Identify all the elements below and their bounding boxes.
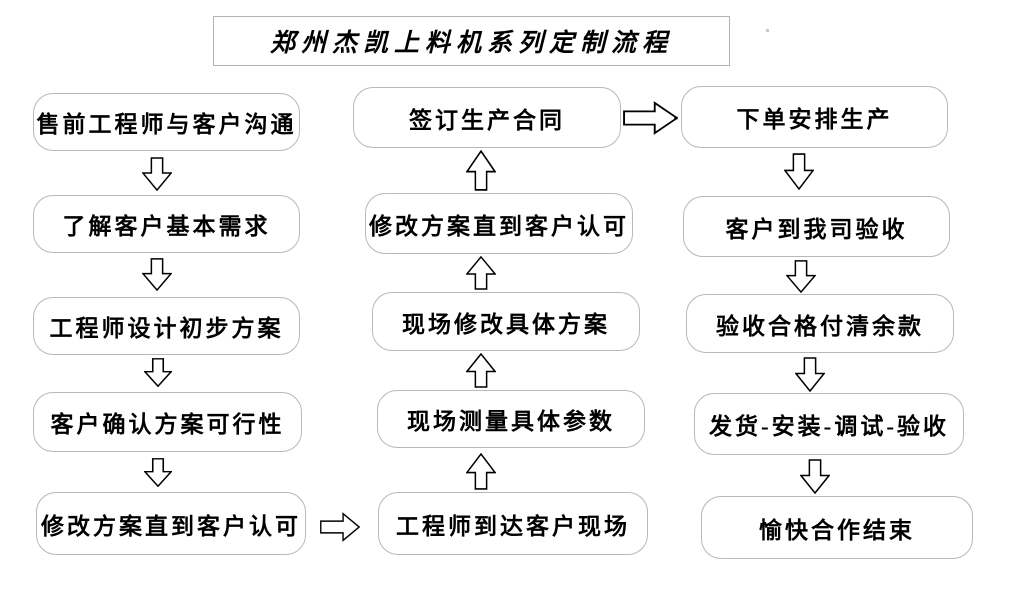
arrow-down-icon xyxy=(795,357,825,392)
arrow-down-icon xyxy=(784,153,814,190)
flow-step-revise-until-approved-onsite: 修改方案直到客户认可 xyxy=(365,193,633,254)
flow-step-onsite-measure: 现场测量具体参数 xyxy=(377,390,645,448)
arrow-down-icon xyxy=(142,157,172,191)
flow-step-sign-contract: 签订生产合同 xyxy=(353,87,621,148)
arrow-down-icon xyxy=(144,458,172,487)
arrow-down-icon xyxy=(142,258,172,291)
flow-step-onsite-modify-plan: 现场修改具体方案 xyxy=(372,292,640,351)
flow-step-initial-design: 工程师设计初步方案 xyxy=(33,297,300,355)
flowchart-title: 郑州杰凯上料机系列定制流程 xyxy=(213,16,730,66)
flow-step-pay-balance: 验收合格付清余款 xyxy=(686,294,954,353)
arrow-anchor-dot xyxy=(674,116,678,120)
arrow-up-icon xyxy=(466,150,496,191)
flow-step-ship-install-debug: 发货-安装-调试-验收 xyxy=(694,393,964,455)
flow-step-schedule-production: 下单安排生产 xyxy=(681,86,948,148)
flow-step-confirm-feasibility: 客户确认方案可行性 xyxy=(33,392,302,452)
arrow-down-icon xyxy=(800,459,830,494)
flow-step-presale-communication: 售前工程师与客户沟通 xyxy=(33,93,300,151)
flow-step-engineer-arrives: 工程师到达客户现场 xyxy=(378,492,648,555)
arrow-up-icon xyxy=(466,256,496,290)
arrow-down-icon xyxy=(786,260,816,293)
arrow-right-icon xyxy=(320,512,360,542)
stray-dot xyxy=(766,29,769,32)
flow-step-happy-cooperation: 愉快合作结束 xyxy=(701,496,973,559)
arrow-up-icon xyxy=(466,353,496,388)
flow-step-understand-needs: 了解客户基本需求 xyxy=(33,195,300,253)
flow-step-customer-inspection: 客户到我司验收 xyxy=(683,196,950,257)
arrow-down-icon xyxy=(144,358,172,387)
flow-step-revise-until-approved: 修改方案直到客户认可 xyxy=(36,492,306,555)
arrow-up-icon xyxy=(466,453,496,490)
arrow-right-icon xyxy=(623,101,678,135)
